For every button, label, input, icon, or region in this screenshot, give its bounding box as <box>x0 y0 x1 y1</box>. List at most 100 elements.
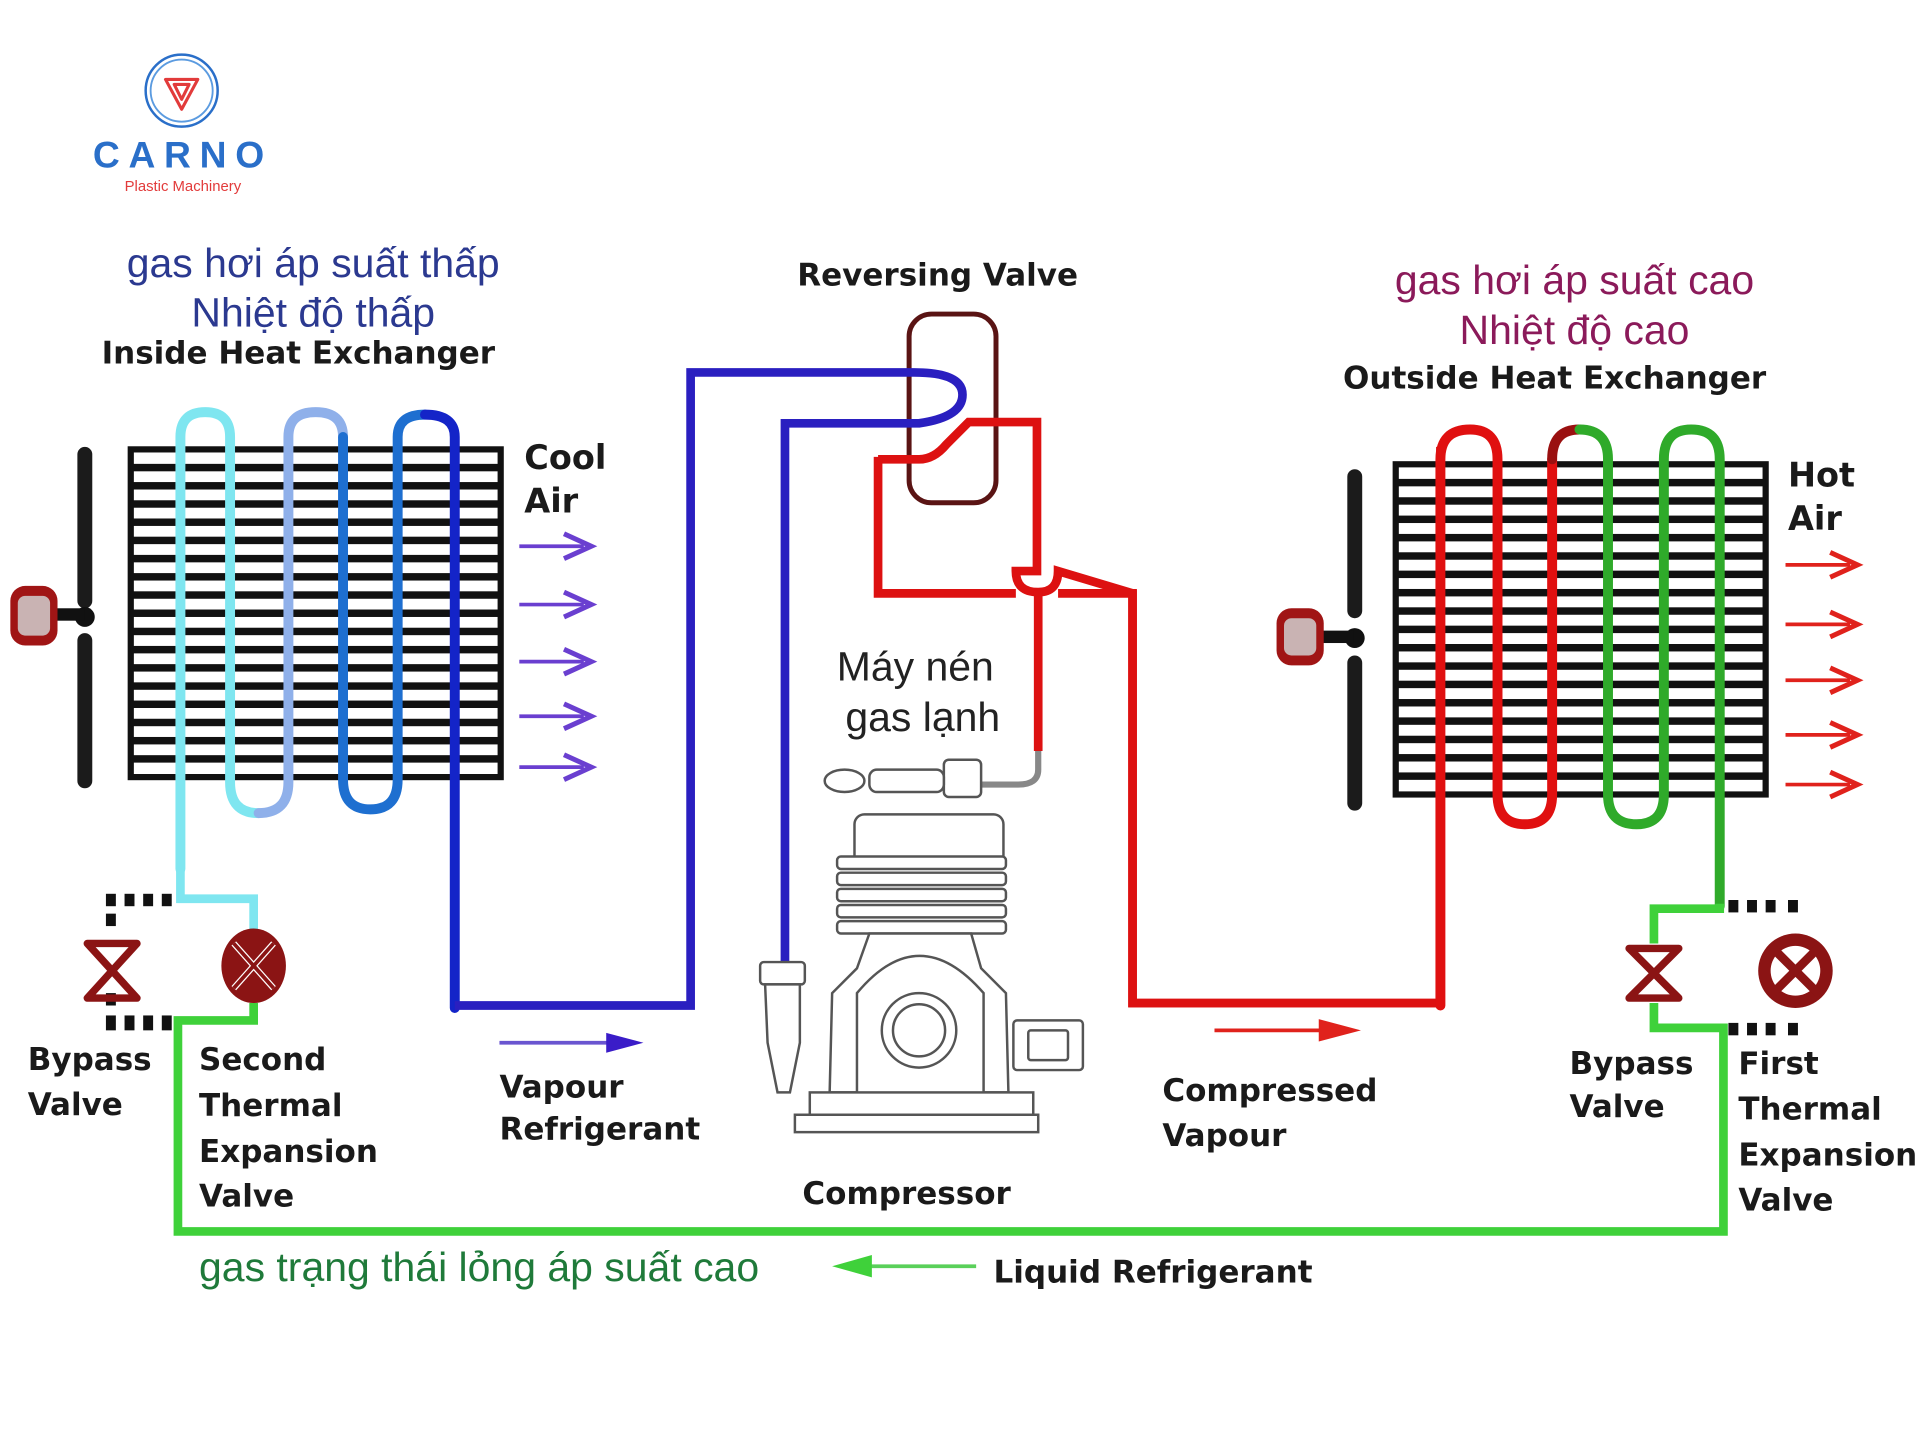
hot-air-label-2: Air <box>1788 499 1842 538</box>
fin <box>130 609 501 617</box>
coil-segment-midblue <box>338 409 430 815</box>
left-bypass-label-2: Valve <box>28 1087 123 1123</box>
right-bypass-label-2: Valve <box>1570 1089 1665 1125</box>
fin <box>1395 717 1766 725</box>
liquid-viet-label: gas trạng thái lỏng áp suất cao <box>199 1244 759 1290</box>
fin <box>130 554 501 563</box>
fin <box>1395 662 1766 670</box>
left-tev-label-3: Expansion <box>199 1134 378 1170</box>
air-arrow <box>1785 769 1864 800</box>
fin <box>1395 497 1766 505</box>
air-arrow <box>1785 550 1864 580</box>
right-bypass-dotted-line <box>1728 900 1798 1036</box>
vapour-label-1: Vapour <box>499 1069 624 1105</box>
fin <box>1395 515 1766 524</box>
compressed-label-1: Compressed <box>1162 1073 1377 1109</box>
logo-ring-inner <box>149 58 214 123</box>
right-tev-label-4: Valve <box>1738 1182 1833 1218</box>
coil-segment-darkred <box>1547 424 1585 465</box>
inside-heat-exchanger-fins <box>127 446 504 781</box>
pipe-inside-outlet <box>454 368 967 1010</box>
air-arrow <box>519 752 598 782</box>
vapour-pipes <box>454 368 967 1010</box>
cool-air-arrows <box>519 531 598 782</box>
inside-viet-line1: gas hơi áp suất thấp <box>127 240 500 286</box>
outside-viet-line2: Nhiệt độ cao <box>1460 307 1690 353</box>
air-arrow <box>519 531 598 561</box>
vapour-flow-arrow <box>499 1032 644 1053</box>
fin <box>130 700 501 708</box>
fin <box>130 573 501 581</box>
right-tev-label-2: Thermal <box>1738 1092 1881 1128</box>
fin <box>130 736 501 745</box>
right-tev-label-1: First <box>1738 1046 1819 1082</box>
fin <box>1395 625 1766 634</box>
fin <box>130 718 501 727</box>
compressor-icon <box>758 751 1085 1134</box>
liquid-pipe <box>173 1003 1728 1236</box>
fin <box>130 755 501 763</box>
logo-ring-outer <box>144 53 219 128</box>
liquid-flow-arrow <box>832 1255 977 1278</box>
fin <box>1395 533 1766 542</box>
fin <box>130 591 501 599</box>
air-arrow <box>1785 609 1864 640</box>
coil-segment-lightblue <box>253 407 349 819</box>
liquid-pipe-right-upper <box>1649 903 1725 944</box>
outside-viet-line1: gas hơi áp suất cao <box>1395 257 1754 303</box>
pipe-reversing-loop <box>873 456 1016 598</box>
hot-air-label-1: Hot <box>1788 456 1855 495</box>
reversing-valve-title: Reversing Valve <box>797 258 1078 294</box>
fin <box>130 463 501 472</box>
left-tev-label-4: Valve <box>199 1179 294 1215</box>
inside-exchanger-title: Inside Heat Exchanger <box>102 336 496 372</box>
pipe-hot-gas-main <box>1058 589 1445 1008</box>
air-arrow <box>519 646 598 677</box>
compressor-title: Compressor <box>802 1176 1011 1212</box>
fin <box>130 627 501 636</box>
compressed-label-2: Vapour <box>1162 1118 1287 1154</box>
hot-gas-pipes <box>873 417 1445 1008</box>
inside-coil <box>175 407 460 1013</box>
logo-tagline: Plastic Machinery <box>125 179 242 195</box>
left-bypass-valve-icon <box>83 939 141 1002</box>
fin <box>130 664 501 672</box>
fin <box>1395 772 1766 780</box>
left-expansion-valve-icon <box>221 928 286 1004</box>
vapour-label-2: Refrigerant <box>499 1112 700 1148</box>
fin <box>1395 607 1766 615</box>
right-bypass-label-1: Bypass <box>1570 1046 1694 1082</box>
fin <box>1395 699 1766 707</box>
right-tev-label-3: Expansion <box>1738 1138 1917 1174</box>
fin <box>1395 680 1766 689</box>
air-arrow <box>1785 665 1864 695</box>
fin <box>130 682 501 690</box>
fin <box>130 536 501 545</box>
coil-segment-red <box>1435 424 1558 1011</box>
reversing-valve-body <box>906 311 999 506</box>
left-tev-label-2: Thermal <box>199 1088 342 1124</box>
fin <box>1395 735 1766 744</box>
coil-segment-cyan <box>175 407 264 874</box>
fin <box>130 500 501 508</box>
fin <box>130 482 501 490</box>
coil-segment-green <box>1574 424 1725 912</box>
right-expansion-valve-icon <box>1758 933 1833 1008</box>
right-bypass-valve-icon <box>1625 944 1683 1002</box>
logo-brand: CARNO <box>93 134 273 176</box>
cool-air-label-1: Cool <box>524 438 606 477</box>
left-tev-label-1: Second <box>199 1042 326 1078</box>
inside-fan-icon <box>10 446 95 789</box>
compressor-viet-line2: gas lạnh <box>845 694 1000 740</box>
outside-heat-exchanger-fins <box>1392 461 1769 798</box>
fin <box>1395 478 1766 487</box>
fin <box>1395 588 1766 597</box>
left-bypass-label-1: Bypass <box>28 1042 152 1078</box>
compressor-viet-line1: Máy nén <box>837 643 994 689</box>
liquid-label: Liquid Refrigerant <box>994 1254 1313 1290</box>
outside-exchanger-title: Outside Heat Exchanger <box>1343 361 1767 397</box>
outside-coil <box>1435 424 1725 1011</box>
logo-emblem-icon <box>163 77 200 111</box>
fin <box>1395 754 1766 762</box>
